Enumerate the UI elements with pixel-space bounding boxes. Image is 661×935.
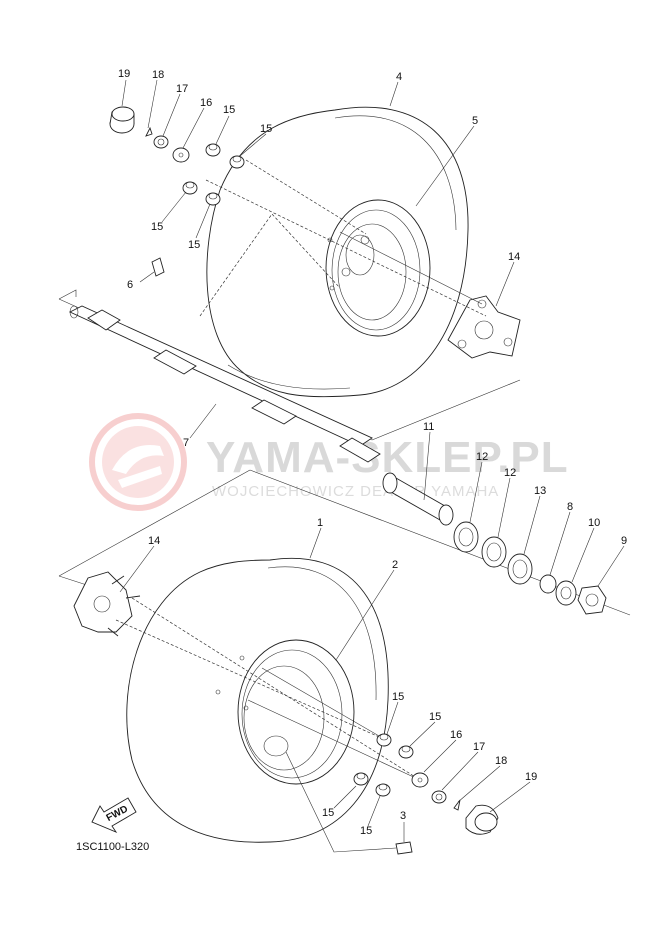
callout-lower-15a: 15 bbox=[392, 691, 404, 703]
lower-hub-14 bbox=[73, 571, 141, 637]
callout-axle-11: 11 bbox=[423, 421, 434, 433]
axle-nut-9 bbox=[577, 585, 607, 615]
callout-lower-17: 17 bbox=[473, 741, 485, 753]
lower-tire bbox=[126, 558, 389, 843]
upper-hub-flange bbox=[447, 295, 521, 359]
callout-lower-14: 14 bbox=[148, 535, 160, 547]
callout-upper-17: 17 bbox=[176, 83, 188, 95]
axle-collar-11 bbox=[382, 472, 454, 526]
bearing-12b bbox=[481, 536, 507, 568]
lower-cotter-pin-18 bbox=[453, 799, 461, 811]
lower-lug-nut-15b bbox=[398, 745, 414, 759]
upper-castle-nut-17 bbox=[153, 135, 169, 149]
callout-lower-15d: 15 bbox=[360, 825, 372, 837]
leader-lines bbox=[119, 79, 625, 842]
upper-alignment-lines bbox=[199, 159, 487, 317]
callout-axle-13: 13 bbox=[534, 485, 546, 497]
callout-lower-1: 1 bbox=[317, 517, 323, 529]
fwd-arrow-icon: FWD bbox=[91, 797, 137, 833]
callout-upper-5: 5 bbox=[472, 115, 478, 127]
lower-cap-19 bbox=[465, 804, 499, 835]
callout-upper-15c: 15 bbox=[151, 221, 163, 233]
lower-lug-nut-15d bbox=[375, 783, 391, 797]
callout-upper-15b: 15 bbox=[260, 123, 272, 135]
oil-seal-13 bbox=[507, 553, 533, 585]
upper-lug-nut-15a bbox=[205, 143, 221, 157]
callout-lower-19: 19 bbox=[525, 771, 537, 783]
callout-upper-19: 19 bbox=[118, 68, 130, 80]
bearing-12a bbox=[453, 521, 479, 553]
callout-numbers: 19 18 17 16 15 15 15 15 4 5 6 14 7 11 12… bbox=[118, 68, 627, 837]
upper-lug-nut-15b bbox=[229, 155, 245, 169]
circlip-8 bbox=[539, 574, 557, 594]
callout-lower-16: 16 bbox=[450, 729, 462, 741]
lower-lug-nut-15a bbox=[376, 733, 392, 747]
callout-axle-12a: 12 bbox=[476, 451, 488, 463]
upper-rim bbox=[325, 199, 431, 337]
callout-upper-14: 14 bbox=[508, 251, 520, 263]
upper-cotter-pin-18 bbox=[145, 126, 153, 137]
upper-tire bbox=[206, 106, 469, 398]
lower-castle-nut-17 bbox=[431, 790, 447, 804]
lower-lug-nut-15c bbox=[353, 772, 369, 786]
callout-axle-8: 8 bbox=[567, 501, 573, 513]
callout-upper-6: 6 bbox=[127, 279, 133, 291]
lower-alignment-lines bbox=[115, 597, 421, 853]
callout-lower-15c: 15 bbox=[322, 807, 334, 819]
upper-valve-6 bbox=[151, 257, 165, 277]
diagram-code: 1SC1100-L320 bbox=[76, 841, 149, 853]
callout-lower-15b: 15 bbox=[429, 711, 441, 723]
callout-axle-10: 10 bbox=[588, 517, 600, 529]
rear-axle-7 bbox=[68, 305, 381, 463]
callout-axle-9: 9 bbox=[621, 535, 627, 547]
callout-upper-4: 4 bbox=[396, 71, 402, 83]
callout-upper-15a: 15 bbox=[223, 104, 235, 116]
lower-valve-3 bbox=[395, 841, 413, 855]
callout-upper-18: 18 bbox=[152, 69, 164, 81]
upper-cap-19 bbox=[109, 106, 135, 134]
watermark: YAMA-SKLEP.PL WOJCIECHOWICZ DEALER YAMAH… bbox=[89, 413, 568, 511]
callout-upper-16: 16 bbox=[200, 97, 212, 109]
callout-lower-2: 2 bbox=[392, 559, 398, 571]
callout-axle-12b: 12 bbox=[504, 467, 516, 479]
callout-lower-18: 18 bbox=[495, 755, 507, 767]
lower-rim bbox=[215, 639, 355, 785]
callout-lower-3: 3 bbox=[400, 810, 406, 822]
lower-washer-16 bbox=[411, 772, 429, 788]
watermark-subtitle: WOJCIECHOWICZ DEALER YAMAHA bbox=[212, 483, 499, 500]
upper-lug-nut-15c bbox=[182, 181, 198, 195]
callout-upper-15d: 15 bbox=[188, 239, 200, 251]
callout-axle-7: 7 bbox=[183, 437, 189, 449]
upper-washer-16 bbox=[172, 147, 190, 163]
washer-10 bbox=[555, 580, 577, 606]
upper-lug-nut-15d bbox=[205, 192, 221, 206]
watermark-logo-icon bbox=[89, 413, 187, 511]
